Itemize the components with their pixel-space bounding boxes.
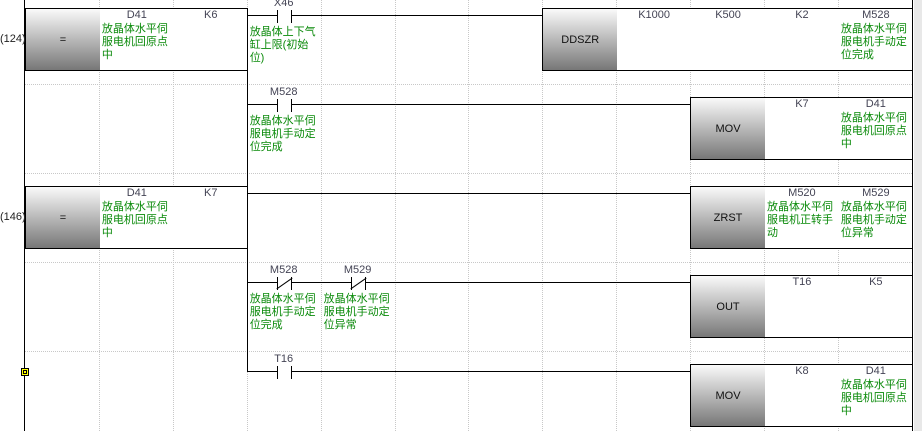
device-comment: 放晶体水平伺服电机手动定位异常 — [840, 201, 907, 239]
instruction-label: = — [26, 187, 100, 248]
device-comment: 放晶体水平伺服电机手动定位完成 — [249, 293, 316, 331]
scrollbar-area[interactable] — [914, 0, 922, 431]
function-instruction-mov[interactable]: MOV K7 D41 放晶体水平伺服电机回原点中 — [690, 97, 913, 160]
device-comment: 放晶体水平伺服电机手动定位完成 — [249, 115, 316, 153]
operand-device: K8 — [795, 365, 809, 377]
contact-bar-left — [276, 99, 278, 112]
device-comment: 放晶体水平伺服电机回原点中 — [101, 23, 168, 61]
instruction-label: MOV — [691, 365, 765, 426]
contact-t16[interactable]: T16 — [247, 351, 321, 423]
function-instruction-zrst[interactable]: ZRST M520 放晶体水平伺服电机正转手动 M529 放晶体水平伺服电机手动定位异常 — [690, 186, 913, 249]
grid-row-line — [25, 84, 912, 85]
branch-wire — [246, 15, 248, 371]
instruction-label: ZRST — [691, 187, 765, 248]
operand-device: K6 — [204, 9, 218, 21]
operand-device: M528 — [862, 9, 890, 21]
grid-column-line — [320, 0, 322, 431]
operand-device: K5 — [869, 276, 883, 288]
contact-m528[interactable]: M528 放晶体水平伺服电机手动定位完成 — [247, 84, 321, 156]
contact-bar-left — [276, 10, 278, 23]
compare-instruction[interactable]: = D41 放晶体水平伺服电机回原点中 K6 — [25, 8, 248, 71]
device-comment: 放晶体水平伺服电机手动定位完成 — [840, 23, 907, 61]
contact-device: T16 — [274, 353, 294, 365]
contact-bar-right — [364, 277, 366, 290]
contact-bar-right — [290, 99, 292, 112]
contact-x46[interactable]: X46 放晶体上下气缸上限(初始位) — [247, 0, 321, 67]
contact-m529[interactable]: M529 放晶体水平伺服电机手动定位异常 — [321, 262, 395, 334]
function-instruction-mov[interactable]: MOV K8 D41 放晶体水平伺服电机回原点中 — [690, 364, 913, 427]
device-comment: 放晶体水平伺服电机手动定位异常 — [323, 293, 390, 331]
editor-cursor[interactable] — [21, 368, 29, 376]
operand-device: K1000 — [638, 9, 671, 21]
grid-column-line — [394, 0, 396, 431]
operand-device: K7 — [795, 98, 809, 110]
contact-gap — [277, 103, 291, 106]
contact-bar-left — [350, 277, 352, 290]
contact-m528[interactable]: M528 放晶体水平伺服电机手动定位完成 — [247, 262, 321, 334]
grid-row-line — [25, 351, 912, 352]
operand-device: T16 — [792, 276, 812, 288]
left-power-rail — [24, 0, 25, 431]
step-number: (124) — [0, 33, 26, 45]
rung-wire — [246, 282, 691, 283]
rung-wire — [246, 371, 691, 372]
contact-gap — [277, 370, 291, 373]
operand-device: D41 — [865, 365, 886, 377]
contact-bar-right — [290, 277, 292, 290]
operand-device: K500 — [715, 9, 741, 21]
contact-device: M528 — [269, 264, 298, 276]
operand-device: D41 — [126, 9, 147, 21]
grid-column-line — [616, 0, 618, 431]
rung-wire — [246, 104, 691, 105]
step-number: (146) — [0, 211, 26, 223]
device-comment: 放晶体水平伺服电机正转手动 — [766, 201, 833, 239]
device-comment: 放晶体上下气缸上限(初始位) — [249, 26, 316, 64]
rung-wire — [246, 193, 691, 194]
contact-bar-left — [276, 277, 278, 290]
contact-bar-right — [290, 10, 292, 23]
compare-instruction[interactable]: = D41 放晶体水平伺服电机回原点中 K7 — [25, 186, 248, 249]
instruction-label: OUT — [691, 276, 765, 337]
device-comment: 放晶体水平伺服电机回原点中 — [840, 112, 907, 150]
device-comment: 放晶体水平伺服电机回原点中 — [101, 201, 168, 239]
function-instruction-out[interactable]: OUT T16 K5 — [690, 275, 913, 338]
operand-device: D41 — [865, 98, 886, 110]
operand-device: K2 — [795, 9, 809, 21]
instruction-label: MOV — [691, 98, 765, 159]
rung-wire — [246, 15, 543, 16]
contact-device: X46 — [273, 0, 294, 9]
instruction-label: = — [26, 9, 100, 70]
grid-column-line — [542, 0, 544, 431]
function-instruction-ddszr[interactable]: DDSZR K1000 K500 K2 M528 放晶体水平伺服电机手动定位完成 — [542, 8, 913, 71]
grid-row-line — [25, 173, 912, 174]
instruction-label: DDSZR — [543, 9, 618, 70]
operand-device: K7 — [204, 187, 218, 199]
grid-row-line — [25, 262, 912, 263]
contact-device: M529 — [343, 264, 372, 276]
device-comment: 放晶体水平伺服电机回原点中 — [840, 379, 907, 417]
contact-bar-right — [290, 366, 292, 379]
operand-device: M520 — [788, 187, 816, 199]
contact-bar-left — [276, 366, 278, 379]
contact-device: M528 — [269, 86, 298, 98]
operand-device: D41 — [126, 187, 147, 199]
grid-column-line — [468, 0, 470, 431]
operand-device: M529 — [862, 187, 890, 199]
contact-gap — [277, 14, 291, 17]
